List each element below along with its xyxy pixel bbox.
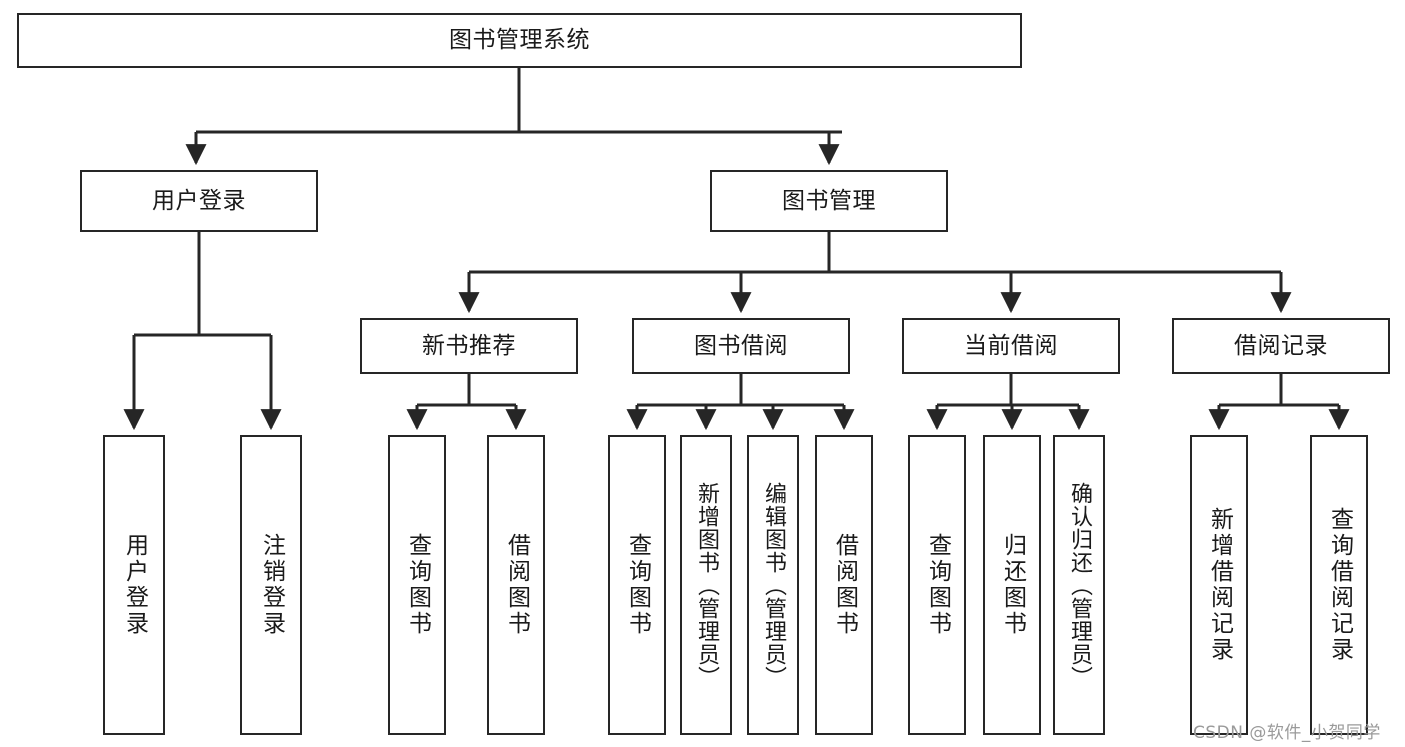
- node-leaf-query-record[interactable]: 查询借阅记录: [1310, 435, 1368, 735]
- node-leaf-confirm-return-label: 确认归还（管理员）: [1067, 481, 1092, 689]
- node-book-manage[interactable]: 图书管理: [710, 170, 948, 232]
- node-leaf-query-book-2-label: 查询图书: [624, 533, 651, 637]
- node-leaf-query-book-1[interactable]: 查询图书: [388, 435, 446, 735]
- node-leaf-borrow-book-1-label: 借阅图书: [503, 533, 530, 637]
- node-user-login[interactable]: 用户登录: [80, 170, 318, 232]
- node-leaf-user-login[interactable]: 用户登录: [103, 435, 165, 735]
- node-leaf-add-record[interactable]: 新增借阅记录: [1190, 435, 1248, 735]
- node-leaf-edit-book[interactable]: 编辑图书（管理员）: [747, 435, 799, 735]
- node-leaf-borrow-book-2-label: 借阅图书: [831, 533, 858, 637]
- node-book-borrow-label: 图书借阅: [694, 332, 788, 359]
- node-leaf-edit-book-label: 编辑图书（管理员）: [761, 481, 786, 689]
- node-new-book-rec-label: 新书推荐: [422, 332, 516, 359]
- node-root-label: 图书管理系统: [449, 27, 590, 54]
- node-leaf-user-login-label: 用户登录: [121, 533, 148, 637]
- node-leaf-query-book-3-label: 查询图书: [924, 533, 951, 637]
- node-borrow-record[interactable]: 借阅记录: [1172, 318, 1390, 374]
- node-leaf-query-book-3[interactable]: 查询图书: [908, 435, 966, 735]
- node-leaf-return-book[interactable]: 归还图书: [983, 435, 1041, 735]
- node-leaf-add-book-label: 新增图书（管理员）: [694, 481, 719, 689]
- node-new-book-rec[interactable]: 新书推荐: [360, 318, 578, 374]
- node-book-manage-label: 图书管理: [782, 187, 876, 214]
- node-current-borrow[interactable]: 当前借阅: [902, 318, 1120, 374]
- node-leaf-logout-label: 注销登录: [258, 533, 285, 637]
- node-leaf-borrow-book-1[interactable]: 借阅图书: [487, 435, 545, 735]
- node-user-login-label: 用户登录: [152, 187, 246, 214]
- node-root[interactable]: 图书管理系统: [17, 13, 1022, 68]
- node-borrow-record-label: 借阅记录: [1234, 332, 1328, 359]
- node-leaf-borrow-book-2[interactable]: 借阅图书: [815, 435, 873, 735]
- node-leaf-query-record-label: 查询借阅记录: [1326, 507, 1353, 663]
- node-leaf-logout[interactable]: 注销登录: [240, 435, 302, 735]
- node-current-borrow-label: 当前借阅: [964, 332, 1058, 359]
- node-leaf-query-book-1-label: 查询图书: [404, 533, 431, 637]
- csdn-watermark: CSDN @软件_小贺同学: [1193, 723, 1381, 743]
- node-book-borrow[interactable]: 图书借阅: [632, 318, 850, 374]
- node-leaf-confirm-return[interactable]: 确认归还（管理员）: [1053, 435, 1105, 735]
- node-leaf-add-book[interactable]: 新增图书（管理员）: [680, 435, 732, 735]
- node-leaf-query-book-2[interactable]: 查询图书: [608, 435, 666, 735]
- node-leaf-return-book-label: 归还图书: [999, 533, 1026, 637]
- node-leaf-add-record-label: 新增借阅记录: [1206, 507, 1233, 663]
